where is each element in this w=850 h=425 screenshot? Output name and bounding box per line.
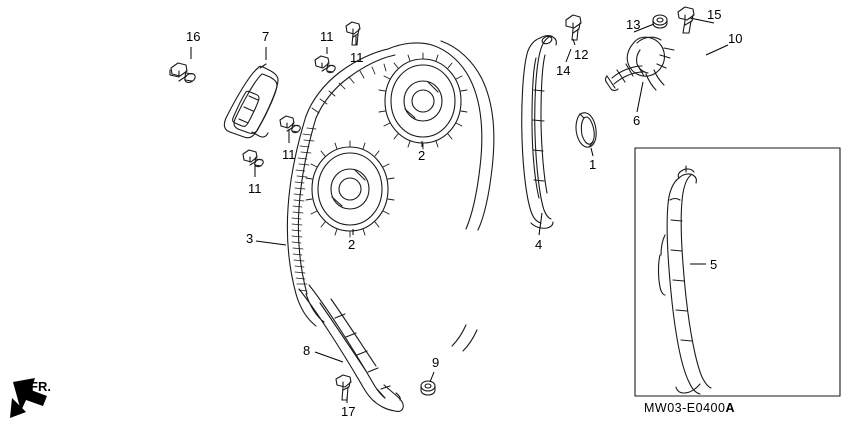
callout-12: 12 xyxy=(574,47,589,62)
callout-10: 10 xyxy=(728,31,743,46)
part-5-box xyxy=(634,147,841,397)
part-2-cam-sprocket-lower xyxy=(305,140,395,238)
callout-3: 3 xyxy=(246,231,254,246)
part-3-cam-chain xyxy=(286,48,396,327)
part-13-15-washer-bolt xyxy=(652,6,695,34)
part-6-tensioner-assembly xyxy=(604,36,675,92)
fr-label: FR. xyxy=(30,379,51,394)
fr-direction-arrow xyxy=(10,378,47,418)
callout-11-b: 11 xyxy=(350,50,364,65)
callout-11-a: 11 xyxy=(320,29,334,44)
part-number-text: MW03-E0400 xyxy=(644,401,726,415)
part-number-code: MW03-E0400A xyxy=(644,401,734,415)
callout-4: 4 xyxy=(535,237,543,252)
part-2-cam-sprocket-upper xyxy=(378,52,468,150)
part-1-seal-ring xyxy=(575,112,597,148)
callout-11-d: 11 xyxy=(248,181,262,196)
part-16-bolt xyxy=(169,62,196,83)
callout-6: 6 xyxy=(633,113,641,128)
callout-5: 5 xyxy=(710,257,718,272)
callout-2-upper: 2 xyxy=(418,148,426,163)
callout-9: 9 xyxy=(432,355,440,370)
part-17-bolt xyxy=(335,374,352,401)
chain-strands xyxy=(387,40,495,352)
part-9-collar xyxy=(420,380,436,396)
part-number-suffix: A xyxy=(725,401,735,415)
part-12-14-bolt-washer xyxy=(565,14,582,41)
part-5-chain-guide xyxy=(657,165,712,395)
part-7-guide-plate xyxy=(223,63,279,139)
part-4-tensioner-arm xyxy=(521,35,557,229)
callout-2-lower: 2 xyxy=(348,237,356,252)
callout-16: 16 xyxy=(186,29,201,44)
part-8-chain-guide xyxy=(298,284,404,412)
callout-7: 7 xyxy=(262,29,270,44)
callout-15: 15 xyxy=(707,7,722,22)
callout-11-c: 11 xyxy=(282,147,296,162)
callout-8: 8 xyxy=(303,343,311,358)
callout-1: 1 xyxy=(589,157,597,172)
callout-17: 17 xyxy=(341,404,356,419)
callout-14: 14 xyxy=(556,63,571,78)
callout-13: 13 xyxy=(626,17,641,32)
